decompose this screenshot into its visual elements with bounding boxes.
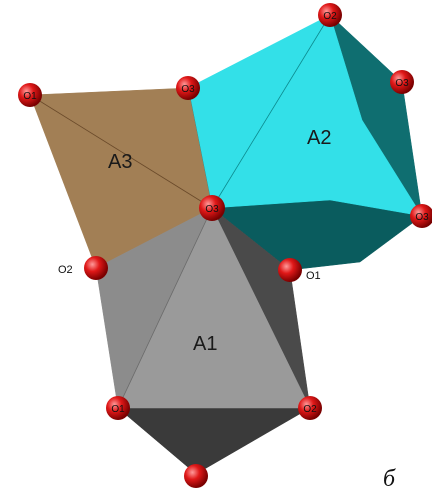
atom-o1-right	[278, 258, 302, 282]
atom-o3-center: O3	[199, 195, 225, 221]
label-a1: A1	[193, 333, 217, 355]
label-a3: A3	[108, 151, 132, 173]
label-o1-right: O1	[306, 270, 321, 282]
atom-label: O3	[205, 204, 219, 215]
atom-o2-a1: O2	[298, 396, 322, 420]
a1-bottom-face	[117, 407, 311, 475]
atom-label: O3	[181, 84, 195, 95]
label-o2-left: O2	[58, 264, 73, 276]
atom-o1-top: O1	[18, 83, 42, 107]
atoms: O1 O3 O2 O3 O3 O3 O1	[18, 3, 432, 488]
atom-o3-rightmid: O3	[410, 204, 432, 228]
atom-label: O1	[111, 404, 125, 415]
atom-bottom	[184, 464, 208, 488]
atom-o3-top: O3	[176, 76, 200, 100]
atom-o2-left	[84, 256, 108, 280]
atom-o3-right: O3	[390, 70, 414, 94]
atom-label: O1	[23, 91, 37, 102]
atom-label: O3	[395, 78, 409, 89]
polyhedron-a3	[29, 87, 213, 269]
atom-o2-peak: O2	[318, 3, 342, 27]
polyhedron-a1	[95, 207, 311, 475]
panel-letter: б	[383, 466, 396, 490]
atom-label: O2	[303, 404, 317, 415]
atom-label: O2	[323, 11, 337, 22]
polyhedron-a2	[187, 14, 423, 271]
atom-label: O3	[415, 212, 429, 223]
label-a2: A2	[307, 127, 331, 149]
atom-o1-a1: O1	[106, 396, 130, 420]
